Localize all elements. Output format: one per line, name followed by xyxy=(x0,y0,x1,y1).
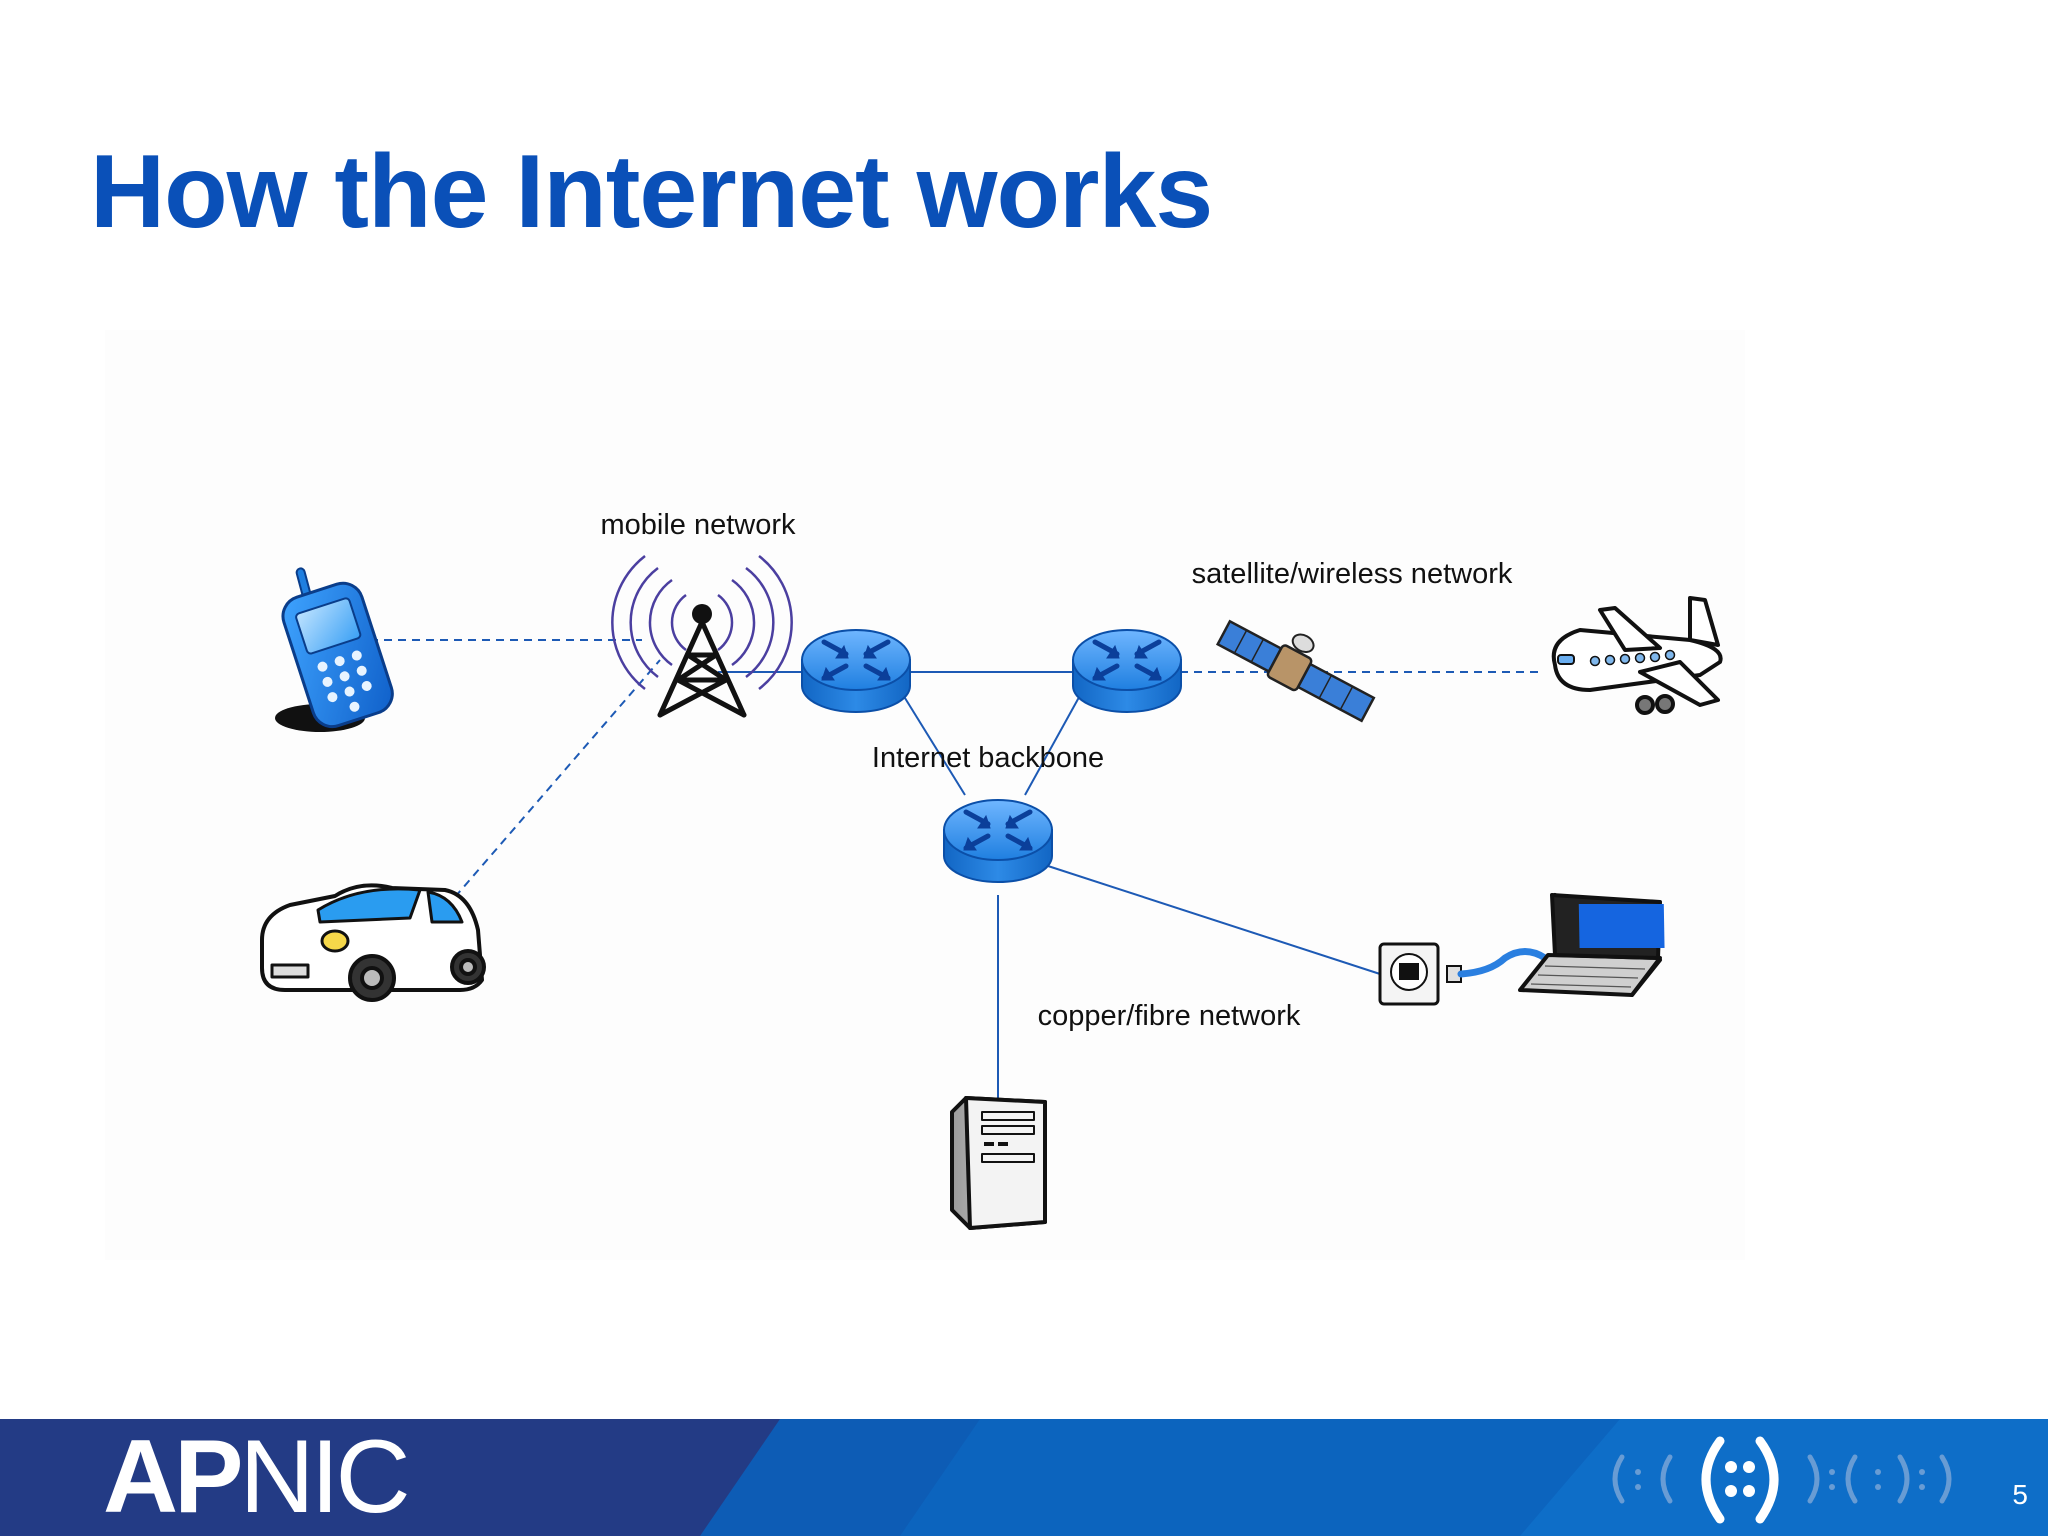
page-number: 5 xyxy=(2012,1479,2028,1510)
diagram-background xyxy=(105,330,1745,1260)
airplane-icon xyxy=(1551,596,1723,715)
link-router1-router3 xyxy=(899,689,966,796)
router-icon xyxy=(944,800,1052,882)
laptop-icon xyxy=(1518,893,1665,997)
router-icon xyxy=(1073,630,1181,712)
link-router2-router3 xyxy=(1024,689,1084,796)
slide-title: How the Internet works xyxy=(90,134,1213,250)
link-router3-socket xyxy=(1047,865,1381,975)
server-icon xyxy=(950,1096,1047,1230)
wall-socket-icon xyxy=(1378,942,1462,1006)
car-icon xyxy=(260,883,486,1002)
network-cable xyxy=(1457,948,1549,978)
satellite-icon xyxy=(1215,619,1376,723)
label-internet-backbone: Internet backbone xyxy=(872,742,1104,774)
cell-tower-icon xyxy=(611,555,793,718)
label-satellite-network: satellite/wireless network xyxy=(1192,558,1513,590)
label-copper-network: copper/fibre network xyxy=(1038,1000,1301,1032)
apnic-logo: APNIC xyxy=(103,1419,411,1535)
link-car-tower xyxy=(454,659,661,898)
footer-bar: APNIC 5 xyxy=(0,1419,2048,1536)
apnic-brand-mark-icon xyxy=(1612,1436,1952,1524)
router-icon xyxy=(802,630,910,712)
mobile-phone-icon xyxy=(275,567,394,732)
label-mobile-network: mobile network xyxy=(600,509,796,541)
links xyxy=(370,639,1538,1098)
